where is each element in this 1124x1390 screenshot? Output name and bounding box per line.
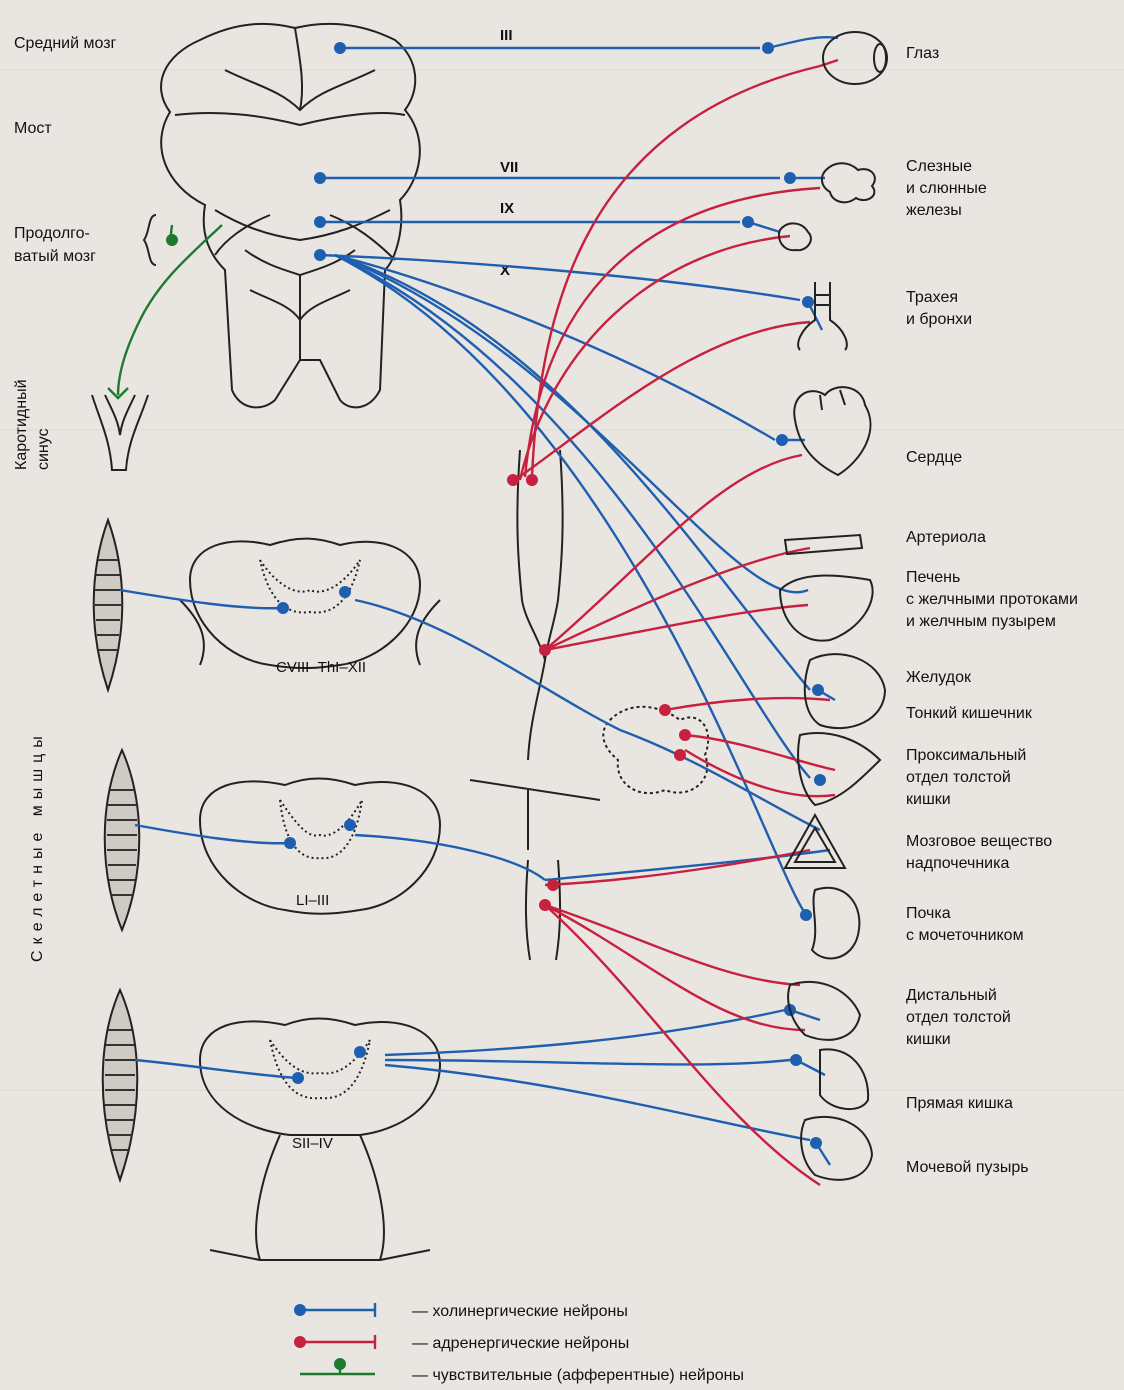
organ-kidney xyxy=(812,888,859,959)
organ-label-eye: Глаз xyxy=(906,45,939,62)
legend-label-cholinergic: — холинергические нейроны xyxy=(412,1303,628,1320)
medulla-bracket xyxy=(144,215,156,265)
prevertebral-ganglion xyxy=(603,707,708,793)
legend-label-adrenergic: — адренергические нейроны xyxy=(412,1335,629,1352)
organ-rectum xyxy=(820,1049,868,1109)
muscle-3 xyxy=(103,990,138,1180)
legend: — холинергические нейроны — адренергичес… xyxy=(294,1303,744,1384)
organ-label-heart: Сердце xyxy=(906,449,962,466)
organ-intestine xyxy=(798,733,880,805)
legend-label-sensory: — чувствительные (афферентные) нейроны xyxy=(412,1367,744,1384)
label-segment-thoracic: CVIII–ThI–XII xyxy=(276,659,366,676)
label-skeletal-muscles: Скелетные мышцы xyxy=(29,730,46,962)
organ-label-small-intestine: Тонкий кишечник xyxy=(906,705,1033,722)
muscle-1 xyxy=(94,520,123,690)
muscle-2 xyxy=(105,750,140,930)
label-segment-sacral: SII–IV xyxy=(292,1135,333,1152)
organ-eye xyxy=(823,32,887,84)
sensory-neuron xyxy=(108,225,222,398)
organ-adrenal xyxy=(785,815,845,868)
label-midbrain: Средний мозг xyxy=(14,35,117,52)
organ-liver xyxy=(780,576,873,641)
label-nerve-ix: IX xyxy=(500,200,514,217)
legend-item-sensory: — чувствительные (афферентные) нейроны xyxy=(300,1358,744,1384)
label-nerve-iii: III xyxy=(500,27,513,44)
cholinergic-pathways xyxy=(120,37,838,1165)
organ-label-rectum: Прямая кишка xyxy=(906,1095,1013,1112)
organ-heart xyxy=(794,387,870,475)
organ-trachea xyxy=(798,282,847,350)
organ-label-arteriole: Артериола xyxy=(906,529,986,546)
label-medulla-line1: Продолго- xyxy=(14,225,90,242)
organ-label-stomach: Желудок xyxy=(906,669,972,686)
legend-item-cholinergic: — холинергические нейроны xyxy=(294,1303,628,1320)
label-pons: Мост xyxy=(14,120,52,137)
brainstem xyxy=(161,24,420,408)
carotid-sinus xyxy=(92,395,148,470)
spinal-segment-thoracic xyxy=(180,539,440,668)
label-nerve-vii: VII xyxy=(500,159,518,176)
organ-distal-colon xyxy=(788,982,860,1040)
spinal-segment-lumbar xyxy=(200,779,600,914)
label-medulla-line2: ватый мозг xyxy=(14,248,96,265)
label-segment-lumbar: LI–III xyxy=(296,892,329,909)
organ-label-bladder: Мочевой пузырь xyxy=(906,1159,1029,1176)
label-carotid-line1: Каротидный xyxy=(13,379,30,470)
label-carotid-line2: синус xyxy=(35,428,52,470)
legend-item-adrenergic: — адренергические нейроны xyxy=(294,1335,629,1352)
organ-bladder xyxy=(801,1117,872,1180)
